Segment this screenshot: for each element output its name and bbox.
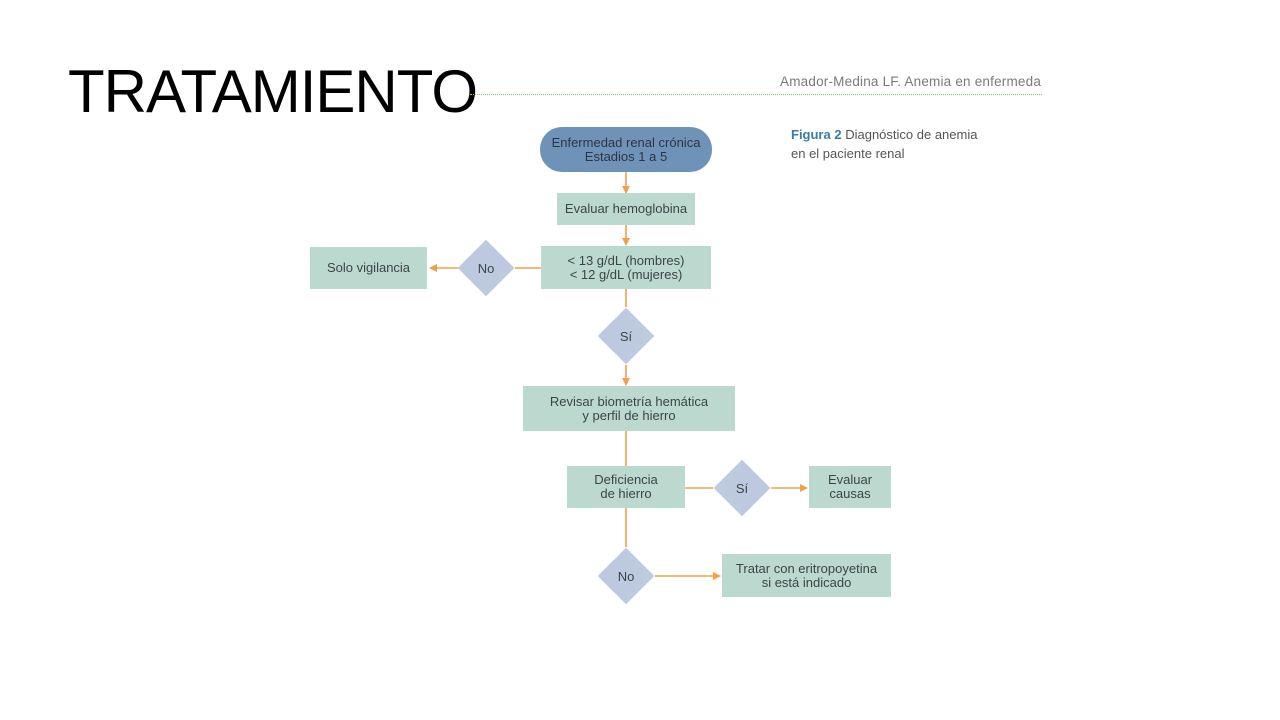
node-evaluate-causes: Evaluar causas	[809, 466, 891, 508]
header-divider	[470, 94, 1042, 95]
node-threshold-line1: < 13 g/dL (hombres)	[567, 252, 685, 268]
node-evaluate-hemoglobin-label: Evaluar hemoglobina	[564, 201, 688, 216]
decision-iron-yes-label: Sí	[735, 480, 749, 496]
decision-hemoglobin-no-label: No	[477, 260, 495, 276]
node-surveillance: Solo vigilancia	[310, 247, 427, 289]
node-causes-line2: causas	[829, 486, 871, 501]
node-causes-line1: Evaluar	[827, 472, 873, 487]
node-review-blood-iron: Revisar biometría hemática y perfil de h…	[523, 386, 735, 431]
decision-hemoglobin-yes-label: Sí	[619, 328, 633, 344]
node-start-line2: Estadios 1 a 5	[584, 148, 668, 164]
figure-citation: Amador-Medina LF. Anemia en enfermeda	[780, 74, 1042, 89]
node-hemoglobin-threshold: < 13 g/dL (hombres) < 12 g/dL (mujeres)	[541, 246, 711, 289]
node-surveillance-label: Solo vigilancia	[326, 260, 411, 275]
node-iron-line1: Deficiencia	[594, 472, 658, 487]
node-iron-deficiency: Deficiencia de hierro	[567, 466, 685, 508]
node-evaluate-hemoglobin: Evaluar hemoglobina	[557, 193, 695, 225]
decision-iron-no-label: No	[617, 568, 635, 584]
node-treat-line2: si está indicado	[761, 574, 852, 590]
figure-caption: Figura 2 Diagnóstico de anemia en el pac…	[791, 125, 1011, 163]
node-iron-line2: de hierro	[600, 486, 652, 501]
figure-caption-label: Figura 2	[791, 127, 842, 142]
node-threshold-line2: < 12 g/dL (mujeres)	[569, 266, 683, 282]
node-start-ckd: Enfermedad renal crónica Estadios 1 a 5	[540, 127, 712, 172]
node-start-line1: Enfermedad renal crónica	[551, 134, 701, 150]
node-treat-line1: Tratar con eritropoyetina	[735, 560, 878, 576]
node-review-line2: y perfil de hierro	[582, 407, 676, 423]
slide-title: TRATAMIENTO	[68, 58, 478, 125]
node-treat-epo: Tratar con eritropoyetina si está indica…	[722, 554, 891, 597]
node-review-line1: Revisar biometría hemática	[549, 393, 709, 409]
figure-caption-text-1: Diagnóstico de anemia	[845, 127, 978, 142]
figure-caption-text-2: en el paciente renal	[791, 146, 905, 161]
